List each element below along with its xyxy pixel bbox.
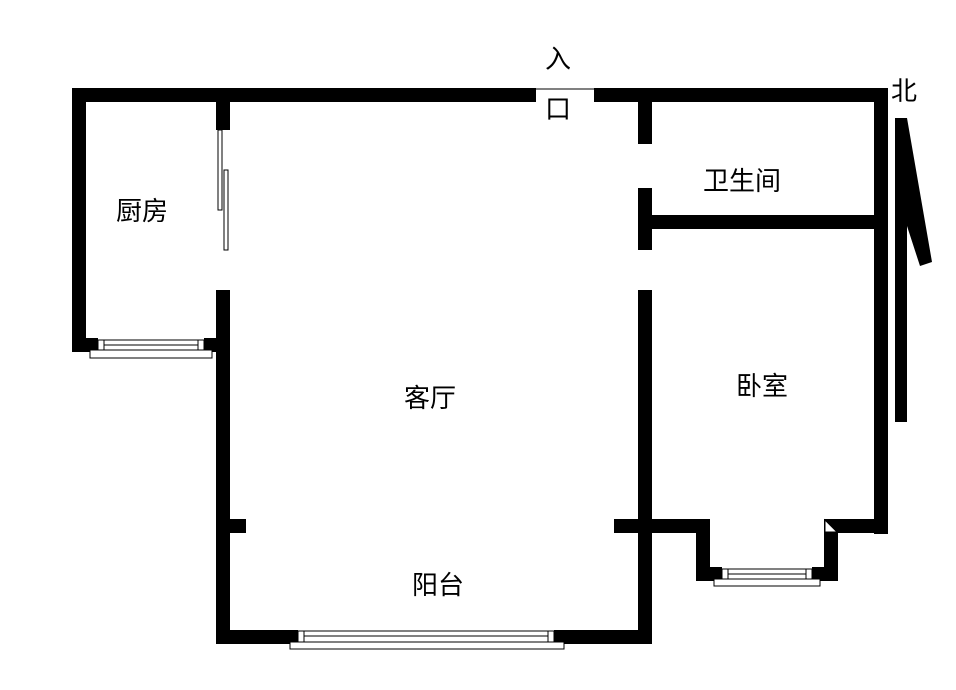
north-arrow-icon — [895, 118, 932, 422]
north-label: 北 — [891, 77, 917, 107]
entrance-label-top: 入 — [545, 45, 571, 75]
wall-bathroom-bottom — [652, 215, 888, 229]
living-room-label: 客厅 — [404, 384, 456, 414]
walls — [72, 88, 888, 644]
labels: 入 口 厨房 客厅 卫生间 卧室 阳台 北 — [116, 45, 917, 601]
balcony-label: 阳台 — [412, 571, 464, 601]
balcony-window — [289, 630, 565, 650]
wall-kitchen-left — [72, 88, 86, 352]
wall-bedroom-bottom-right — [824, 519, 888, 533]
kitchen-label: 厨房 — [116, 197, 168, 227]
kitchen-window — [89, 339, 213, 359]
wall-partition-middle — [638, 188, 652, 250]
wall-bay-bottom-left — [696, 567, 722, 581]
bay-corner-mark — [824, 518, 839, 533]
bedroom-window — [713, 568, 821, 587]
wall-partition-lower — [638, 290, 652, 644]
wall-bay-right — [824, 519, 838, 581]
wall-right — [874, 88, 888, 534]
wall-kitchen-partition-top — [216, 100, 230, 130]
kitchen-sliding-door — [217, 129, 229, 251]
wall-top-right — [594, 88, 888, 102]
bedroom-label: 卧室 — [736, 372, 788, 402]
bathroom-label: 卫生间 — [703, 167, 781, 197]
windows — [89, 339, 821, 650]
wall-living-left-stub — [216, 519, 246, 533]
wall-top-left — [72, 88, 536, 102]
wall-bottom-left — [216, 630, 298, 644]
wall-bedroom-bottom-left — [638, 519, 710, 533]
wall-bay-left — [696, 519, 710, 581]
wall-kitchen-bottom-left — [72, 338, 98, 352]
entrance-label-bottom: 口 — [545, 95, 571, 125]
wall-living-left — [216, 290, 230, 644]
wall-bottom-right — [554, 630, 652, 644]
wall-partition-upper — [638, 100, 652, 144]
